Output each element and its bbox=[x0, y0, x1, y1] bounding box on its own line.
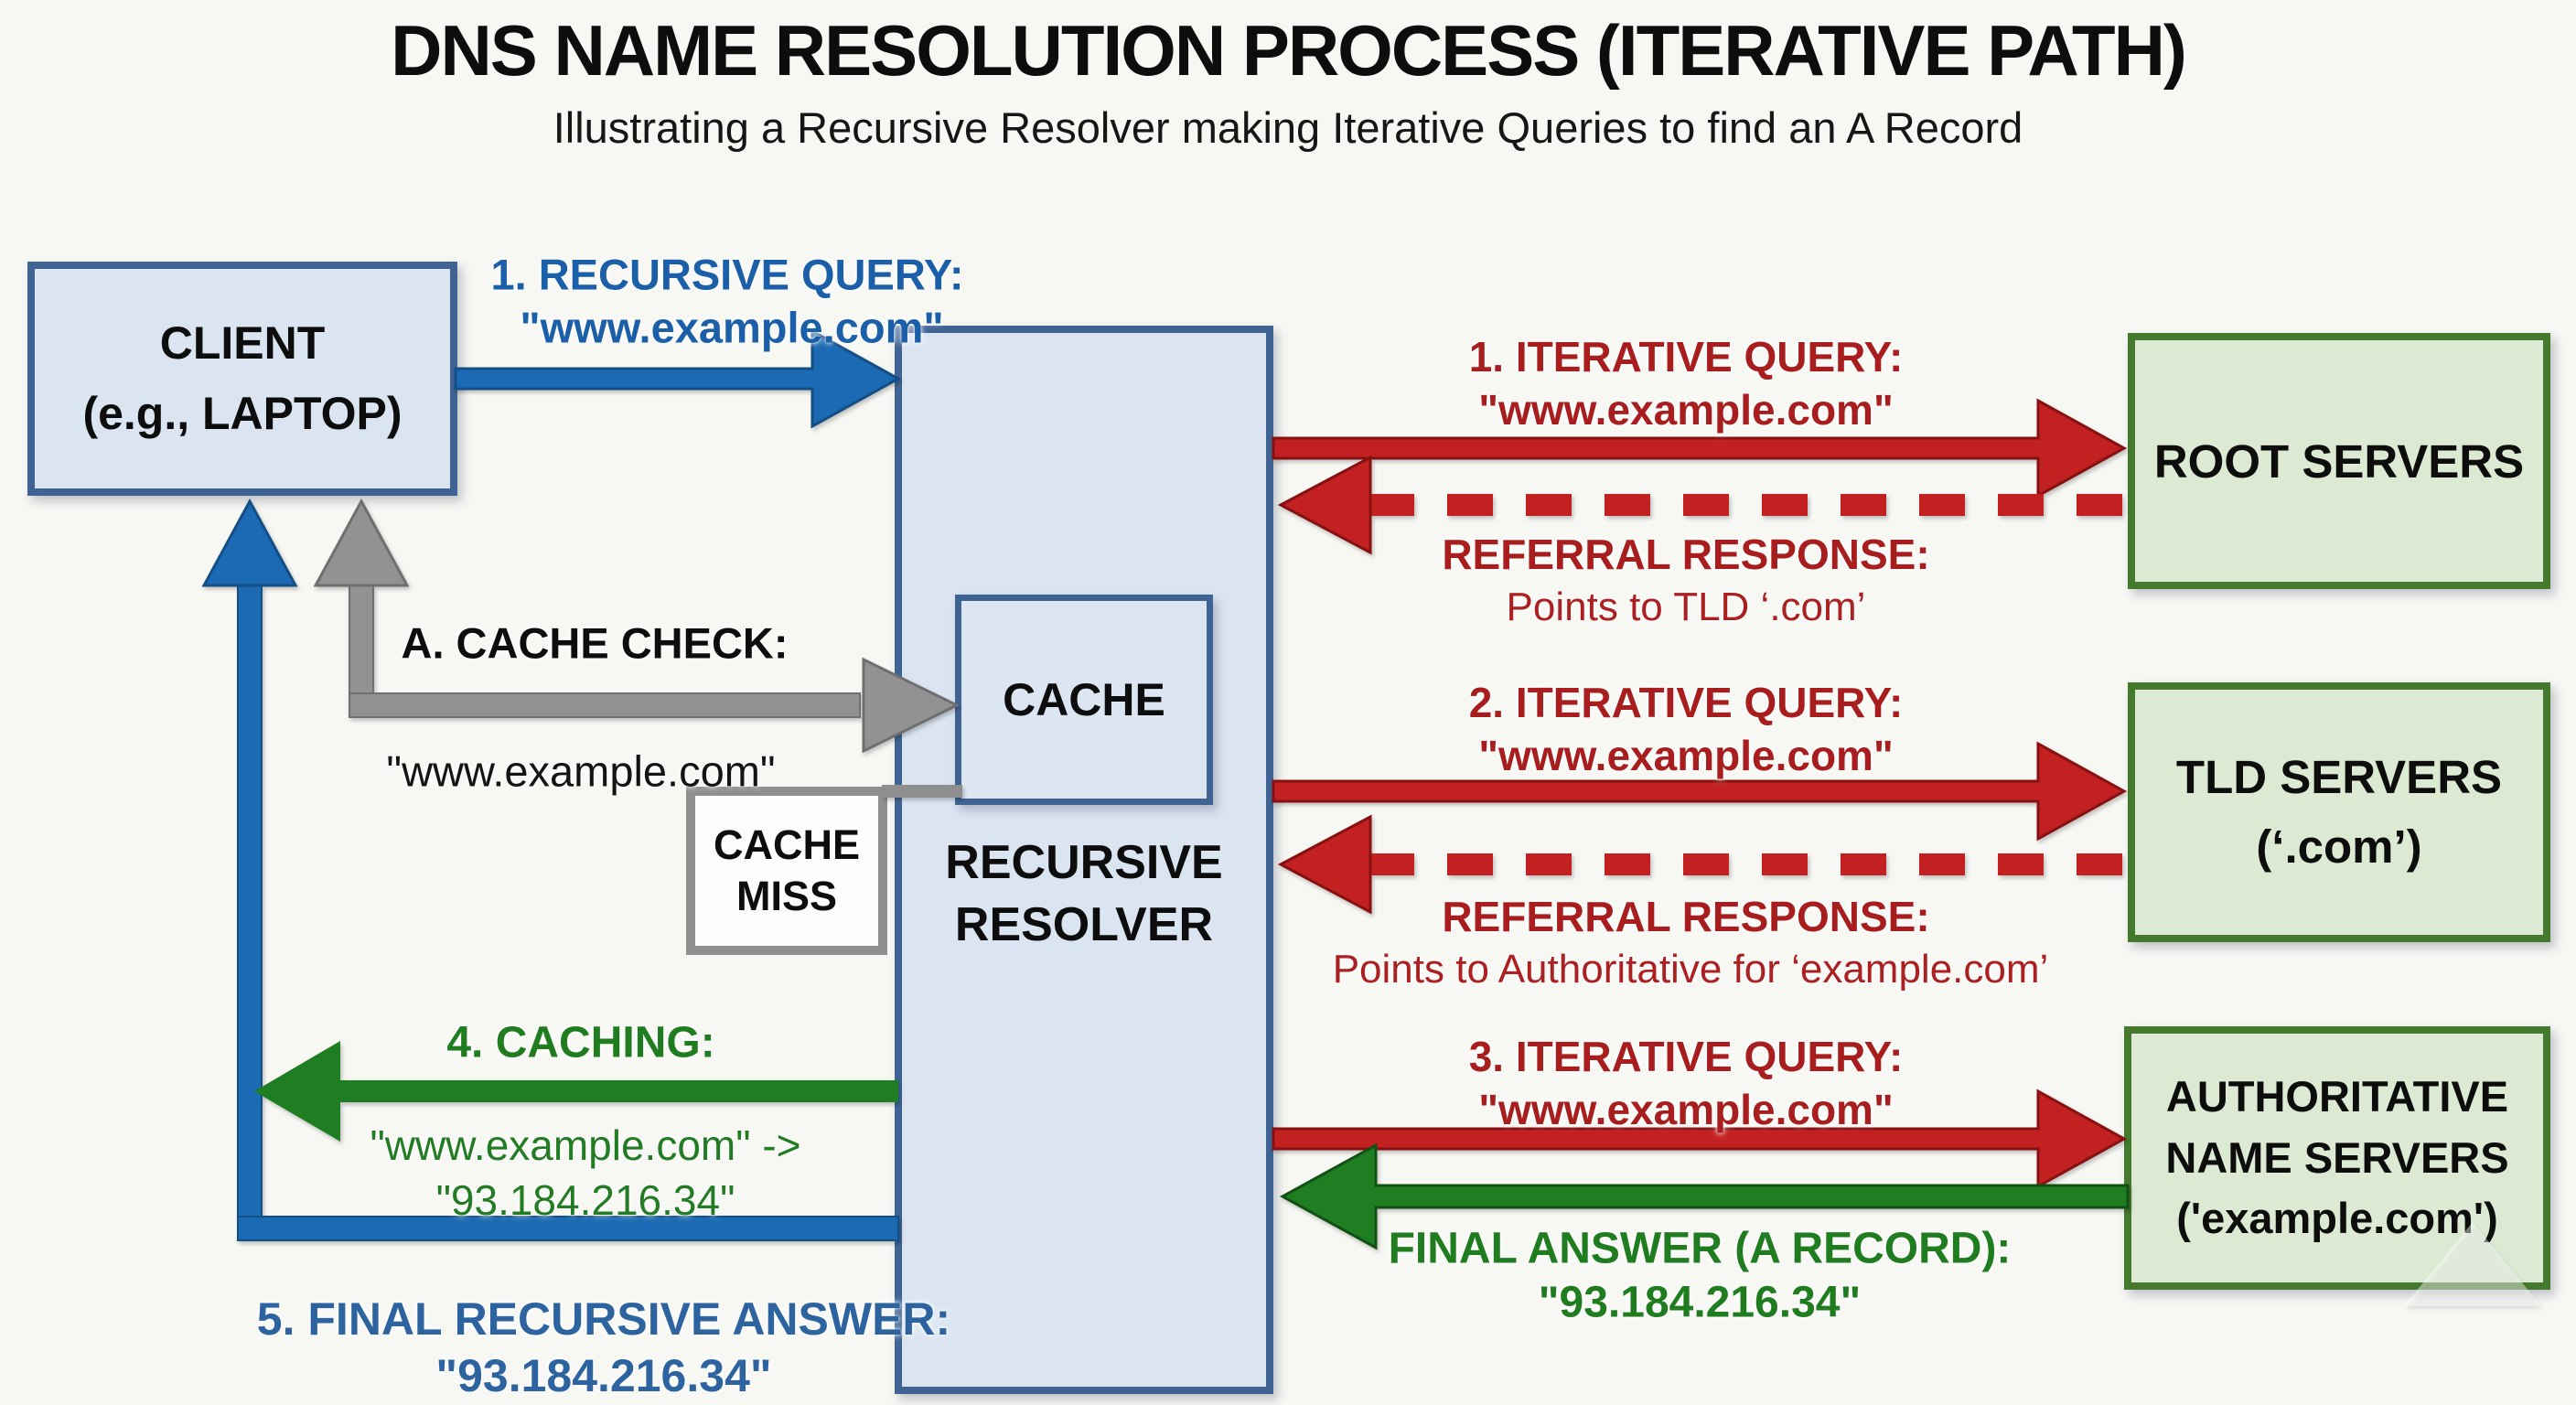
cache-check-arrow bbox=[313, 498, 961, 754]
referral-response-1-arrow bbox=[1277, 455, 2128, 555]
recursive-query-arrow bbox=[454, 328, 902, 429]
final-answer-value: "93.184.216.34" bbox=[1538, 1278, 1862, 1327]
page-subtitle: Illustrating a Recursive Resolver making… bbox=[553, 103, 2023, 152]
cache-miss-line2: MISS bbox=[735, 873, 838, 919]
client-label-line2: (e.g., LAPTOP) bbox=[82, 388, 402, 439]
referral-response-2-detail: Points to Authoritative for ‘example.com… bbox=[1332, 947, 2049, 992]
recursive-query-value: "www.example.com" bbox=[520, 303, 944, 352]
referral-response-1-title: REFERRAL RESPONSE: bbox=[1442, 531, 1930, 578]
auth-servers-line1: AUTHORITATIVE bbox=[2165, 1071, 2509, 1121]
auth-servers-line2: NAME SERVERS bbox=[2165, 1132, 2509, 1182]
cache-miss-line1: CACHE bbox=[713, 820, 860, 868]
caching-arrow bbox=[254, 1041, 898, 1142]
final-answer-arrow bbox=[1279, 1142, 2130, 1250]
final-recursive-answer-arrow bbox=[201, 498, 899, 1241]
recursive-resolver-node bbox=[895, 326, 1273, 1394]
iterative-query-1-title: 1. ITERATIVE QUERY: bbox=[1468, 333, 1904, 381]
cache-node: CACHE bbox=[955, 595, 1213, 805]
iterative-query-2-title: 2. ITERATIVE QUERY: bbox=[1468, 679, 1904, 726]
iterative-query-1-value: "www.example.com" bbox=[1478, 386, 1894, 434]
client-node: CLIENT (e.g., LAPTOP) bbox=[27, 262, 457, 496]
resolver-label-line1: RECURSIVE bbox=[945, 836, 1223, 889]
cache-miss-connector bbox=[882, 785, 962, 798]
iterative-query-3-title: 3. ITERATIVE QUERY: bbox=[1468, 1033, 1904, 1080]
authoritative-servers-node: AUTHORITATIVE NAME SERVERS ('example.com… bbox=[2124, 1026, 2550, 1290]
root-servers-node: ROOT SERVERS bbox=[2128, 333, 2550, 589]
resolver-label: RECURSIVE RESOLVER bbox=[895, 832, 1273, 956]
final-answer-title: FINAL ANSWER (A RECORD): bbox=[1388, 1224, 2012, 1273]
caching-value-line2: "93.184.216.34" bbox=[435, 1176, 735, 1224]
cache-check-title: A. CACHE CHECK: bbox=[401, 618, 789, 668]
cache-label: CACHE bbox=[1003, 674, 1165, 725]
root-servers-label: ROOT SERVERS bbox=[2153, 434, 2525, 488]
final-recursive-answer-value: "93.184.216.34" bbox=[435, 1350, 772, 1401]
iterative-query-3-arrow bbox=[1272, 1089, 2128, 1189]
referral-response-2-title: REFERRAL RESPONSE: bbox=[1442, 893, 1930, 940]
caching-value-line1: "www.example.com" -> bbox=[370, 1121, 801, 1169]
watermark-triangle bbox=[2404, 1222, 2541, 1306]
tld-servers-line1: TLD SERVERS bbox=[2175, 750, 2503, 803]
page-title: DNS NAME RESOLUTION PROCESS (ITERATIVE P… bbox=[391, 10, 2187, 91]
recursive-query-title: 1. RECURSIVE QUERY: bbox=[490, 250, 964, 299]
tld-servers-line2: (‘.com’) bbox=[2256, 820, 2422, 873]
referral-response-2-arrow bbox=[1277, 814, 2128, 915]
cache-miss-badge: CACHE MISS bbox=[686, 787, 887, 955]
client-label-line1: CLIENT bbox=[159, 316, 326, 369]
auth-servers-line3: ('example.com') bbox=[2176, 1194, 2498, 1243]
iterative-query-2-value: "www.example.com" bbox=[1478, 732, 1894, 779]
iterative-query-3-value: "www.example.com" bbox=[1478, 1086, 1894, 1133]
caching-title: 4. CACHING: bbox=[446, 1018, 715, 1067]
cache-check-value: "www.example.com" bbox=[386, 746, 776, 796]
referral-response-1-detail: Points to TLD ‘.com’ bbox=[1506, 585, 1866, 629]
iterative-query-2-arrow bbox=[1272, 741, 2128, 842]
tld-servers-node: TLD SERVERS (‘.com’) bbox=[2128, 682, 2550, 942]
resolver-label-line2: RESOLVER bbox=[954, 897, 1214, 951]
iterative-query-1-arrow bbox=[1272, 398, 2128, 499]
final-recursive-answer-title: 5. FINAL RECURSIVE ANSWER: bbox=[256, 1293, 951, 1345]
